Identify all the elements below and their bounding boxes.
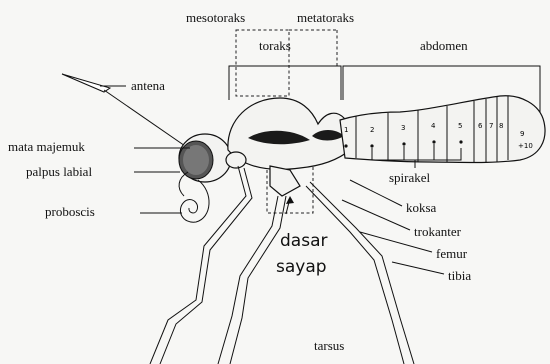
labels: mesotoraks metatoraks toraks abdomen ant… [8,10,471,353]
proboscis-spiral [180,180,209,222]
segment-5: 5 [458,122,462,130]
segment-7: 7 [489,122,493,130]
segment-9: 9 [520,130,524,138]
label-trokanter: trokanter [414,224,462,239]
segment-10: +10 [518,142,533,150]
abdomen-body: 1 2 3 4 5 6 7 8 9 +10 [340,96,545,163]
segment-4: 4 [431,122,436,130]
label-mesotoraks: mesotoraks [186,10,245,25]
label-mata-majemuk: mata majemuk [8,139,85,154]
label-metatoraks: metatoraks [297,10,354,25]
middle-leg-inner [230,196,286,364]
tibia-leader [392,262,444,274]
segment-2: 2 [370,126,374,134]
prothorax-neck [226,152,246,168]
head [179,134,231,182]
antenna-club [62,74,110,92]
label-koksa: koksa [406,200,437,215]
label-femur: femur [436,246,468,261]
proboscis-coil [180,180,209,222]
label-dasar: dasar [280,231,327,251]
toraks-bracket [229,66,341,100]
thorax [226,98,350,196]
antenna [62,74,188,148]
label-tarsus: tarsus [314,338,344,353]
segment-6: 6 [478,122,483,130]
label-palpus-labial: palpus labial [26,164,92,179]
segment-1: 1 [344,126,348,134]
label-antena: antena [131,78,165,93]
label-abdomen: abdomen [420,38,468,53]
label-proboscis: proboscis [45,204,95,219]
compound-eye-inner [183,145,209,175]
antenna-shaft [104,90,188,148]
segment-8: 8 [499,122,503,130]
segment-3: 3 [401,124,405,132]
label-tibia: tibia [448,268,471,283]
front-leg [150,166,246,364]
label-toraks: toraks [259,38,291,53]
label-sayap: sayap [276,257,327,277]
coxa-plate [270,166,300,196]
label-spirakel: spirakel [389,170,431,185]
front-leg-inner [160,168,252,364]
